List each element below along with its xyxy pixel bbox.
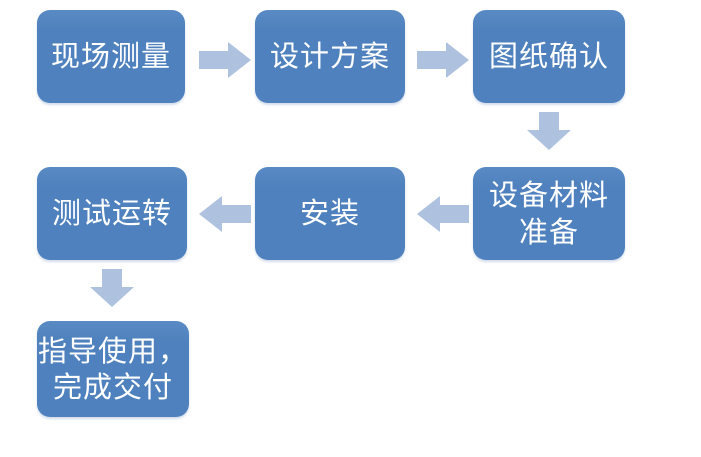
flow-step-guide-usage-delivery: 指导使用， 完成交付: [37, 321, 189, 417]
arrow-down-icon: [527, 112, 571, 150]
flow-step-test-operation: 测试运转: [37, 167, 187, 260]
arrow-right-icon: [199, 42, 251, 78]
flow-step-label: 指导使用， 完成交付: [37, 333, 188, 404]
flow-step-design-plan: 设计方案: [255, 10, 405, 103]
arrow-down-icon: [90, 269, 134, 307]
flow-step-label: 测试运转: [51, 196, 172, 231]
flow-step-site-measurement: 现场测量: [37, 10, 185, 103]
flow-step-label: 现场测量: [50, 39, 171, 74]
flow-step-equipment-material-prep: 设备材料 准备: [473, 167, 625, 260]
arrow-left-icon: [417, 196, 469, 232]
flow-step-label: 设备材料 准备: [488, 178, 609, 249]
flow-step-drawing-confirmation: 图纸确认: [473, 10, 625, 103]
arrow-left-icon: [199, 196, 251, 232]
flow-step-label: 图纸确认: [488, 39, 609, 74]
flow-step-label: 设计方案: [269, 39, 390, 74]
flow-step-label: 安装: [299, 196, 360, 231]
arrow-right-icon: [417, 42, 469, 78]
flow-step-installation: 安装: [255, 167, 405, 260]
